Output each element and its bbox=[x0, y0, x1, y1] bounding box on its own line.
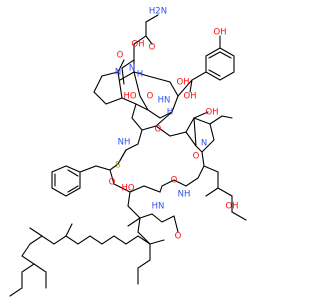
nh-lower-label: NH bbox=[178, 190, 191, 200]
oh-phenol-label: OH bbox=[213, 28, 226, 38]
o-ring-top-label: O bbox=[117, 51, 124, 61]
hn-mid-label: HN bbox=[158, 96, 171, 106]
o-amide-label: O bbox=[149, 43, 156, 53]
o-center-label: O bbox=[155, 125, 162, 135]
molecule-structure: H2N O OH O N H OH OH OH N HO O HN H OH N… bbox=[9, 7, 247, 297]
atom-labels: H2N O OH O N H OH OH OH N HO O HN H OH N… bbox=[109, 7, 239, 242]
oh-mid2-label: OH bbox=[183, 92, 196, 102]
oh-right1-label: OH bbox=[205, 108, 218, 118]
hn-bottom-label: HN bbox=[152, 202, 165, 212]
o-right-label: O bbox=[193, 152, 200, 162]
o-sulfoxide-label: O bbox=[109, 178, 116, 188]
oh-mid1-label: OH bbox=[176, 78, 189, 88]
oh-top1-label: OH bbox=[131, 40, 144, 50]
n-top-label: N bbox=[129, 64, 135, 74]
h-top-label: H bbox=[137, 70, 143, 80]
ho-left-label: HO bbox=[123, 92, 136, 102]
ho-lower-label: HO bbox=[121, 184, 134, 194]
bond-lines bbox=[9, 14, 247, 297]
s-label: S bbox=[115, 161, 120, 171]
oh-lower-right-label: OH bbox=[225, 202, 238, 212]
o-left-label: O bbox=[147, 92, 154, 102]
n-right-label: N bbox=[201, 139, 207, 149]
o-bottom-label: O bbox=[175, 232, 182, 242]
h-mid-label: H bbox=[167, 108, 173, 118]
h2n-label: H2N bbox=[149, 7, 167, 17]
o-lower-label: O bbox=[171, 176, 178, 186]
nh-left-label: NH bbox=[118, 138, 131, 148]
n-left-label: N bbox=[115, 68, 121, 78]
